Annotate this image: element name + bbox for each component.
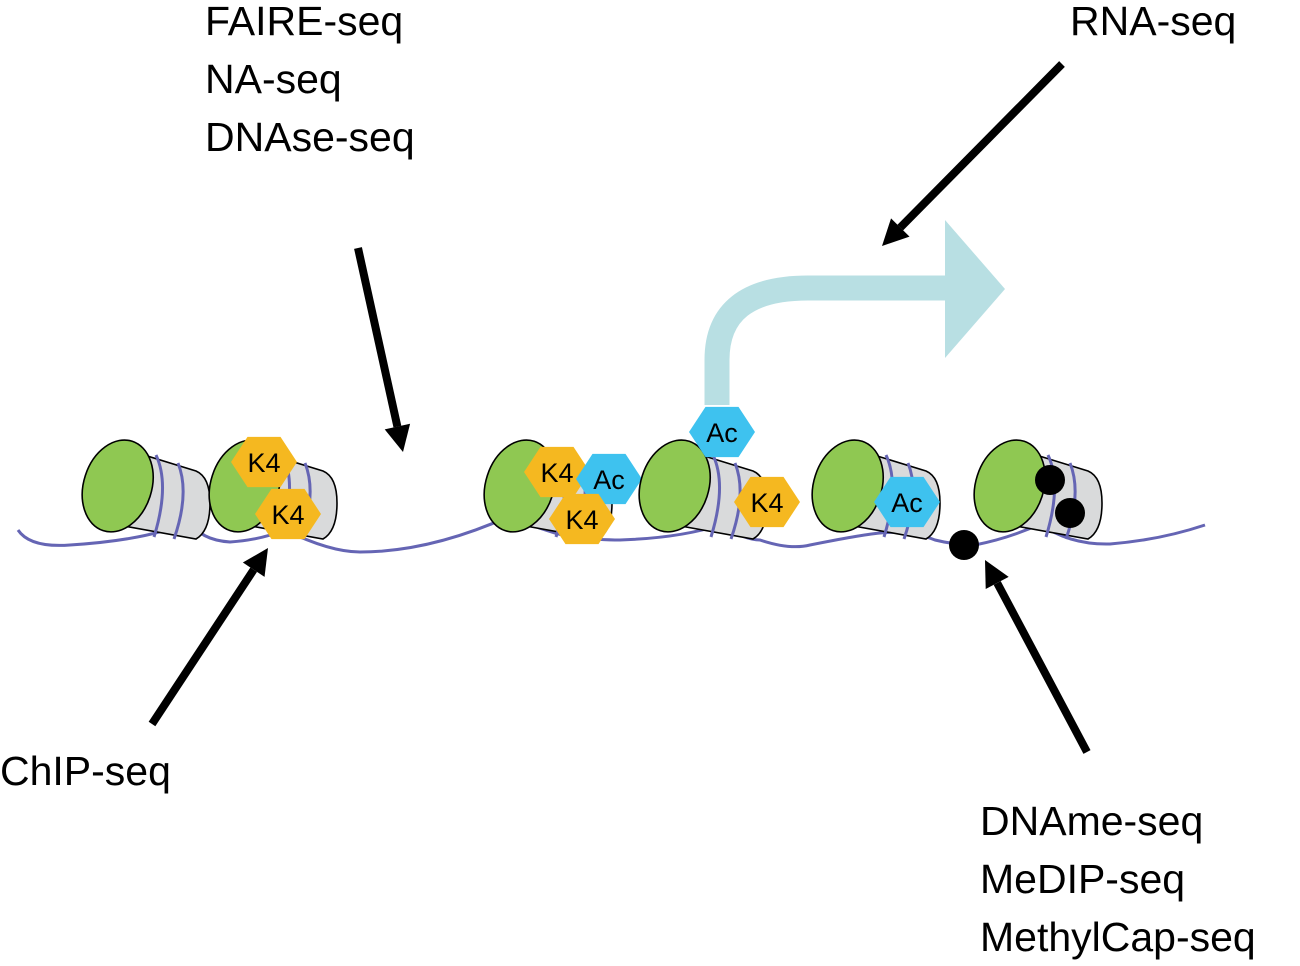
k4-mark: K4 xyxy=(549,493,615,545)
methyl-dot xyxy=(1035,465,1065,495)
label-medip-seq: MeDIP-seq xyxy=(980,856,1186,902)
k4-mark-label: K4 xyxy=(271,500,304,530)
dna-wrap xyxy=(709,454,721,538)
label-rna-seq: RNA-seq xyxy=(1070,0,1237,44)
ac-mark-label: Ac xyxy=(706,418,738,448)
label-chip-seq: ChIP-seq xyxy=(0,748,171,794)
arrow-chip-seq xyxy=(148,548,268,727)
nucleosome-5: Ac xyxy=(811,439,941,540)
k4-mark-label: K4 xyxy=(540,458,573,488)
arrow-accessibility xyxy=(354,247,411,452)
k4-mark: K4 xyxy=(255,488,321,540)
ac-mark-shape xyxy=(874,476,940,528)
dna-wrap xyxy=(172,462,185,540)
arrow-methylation xyxy=(985,560,1091,754)
k4-mark-shape xyxy=(549,493,615,545)
label-dname-seq: DNAme-seq xyxy=(980,798,1204,844)
k4-mark: K4 xyxy=(524,446,590,498)
linker-methyl-dot xyxy=(949,530,979,560)
k4-mark: K4 xyxy=(231,436,297,488)
histone-core xyxy=(81,439,211,540)
histone-core xyxy=(973,439,1103,540)
methylation-labels: DNAme-seq MeDIP-seq MethylCap-seq xyxy=(980,792,1256,966)
label-methylcap-seq: MethylCap-seq xyxy=(980,914,1256,960)
k4-mark-shape xyxy=(734,476,800,528)
ac-mark-shape xyxy=(689,406,755,458)
k4-mark-shape xyxy=(231,436,297,488)
nucleosome-6 xyxy=(973,439,1103,540)
k4-mark: K4 xyxy=(734,476,800,528)
accessibility-labels: FAIRE-seq NA-seq DNAse-seq xyxy=(205,0,415,166)
k4-mark-label: K4 xyxy=(565,505,598,535)
ac-mark-shape xyxy=(576,453,642,505)
pointer-arrows xyxy=(148,61,1091,754)
ac-mark: Ac xyxy=(874,476,940,528)
arrow-rna-seq xyxy=(882,61,1065,246)
histone-face xyxy=(638,439,711,533)
ac-mark: Ac xyxy=(689,406,755,458)
k4-mark-label: K4 xyxy=(247,448,280,478)
k4-mark-label: K4 xyxy=(750,488,783,518)
histone-face xyxy=(81,439,154,533)
label-dnase-seq: DNAse-seq xyxy=(205,114,415,160)
nucleosome-1 xyxy=(81,439,211,540)
methyl-dot xyxy=(1055,498,1085,528)
k4-mark-shape xyxy=(255,488,321,540)
histone-face xyxy=(973,439,1046,533)
dna-wrap xyxy=(152,454,164,538)
ac-mark-label: Ac xyxy=(891,488,923,518)
k4-mark-shape xyxy=(524,446,590,498)
ac-mark: Ac xyxy=(576,453,642,505)
dna-wrap xyxy=(1064,462,1077,540)
label-na-seq: NA-seq xyxy=(205,56,342,102)
dna-strand xyxy=(16,514,1206,554)
label-faire-seq: FAIRE-seq xyxy=(205,0,404,44)
transcription-arrow xyxy=(704,220,1005,405)
ac-mark-label: Ac xyxy=(593,465,625,495)
